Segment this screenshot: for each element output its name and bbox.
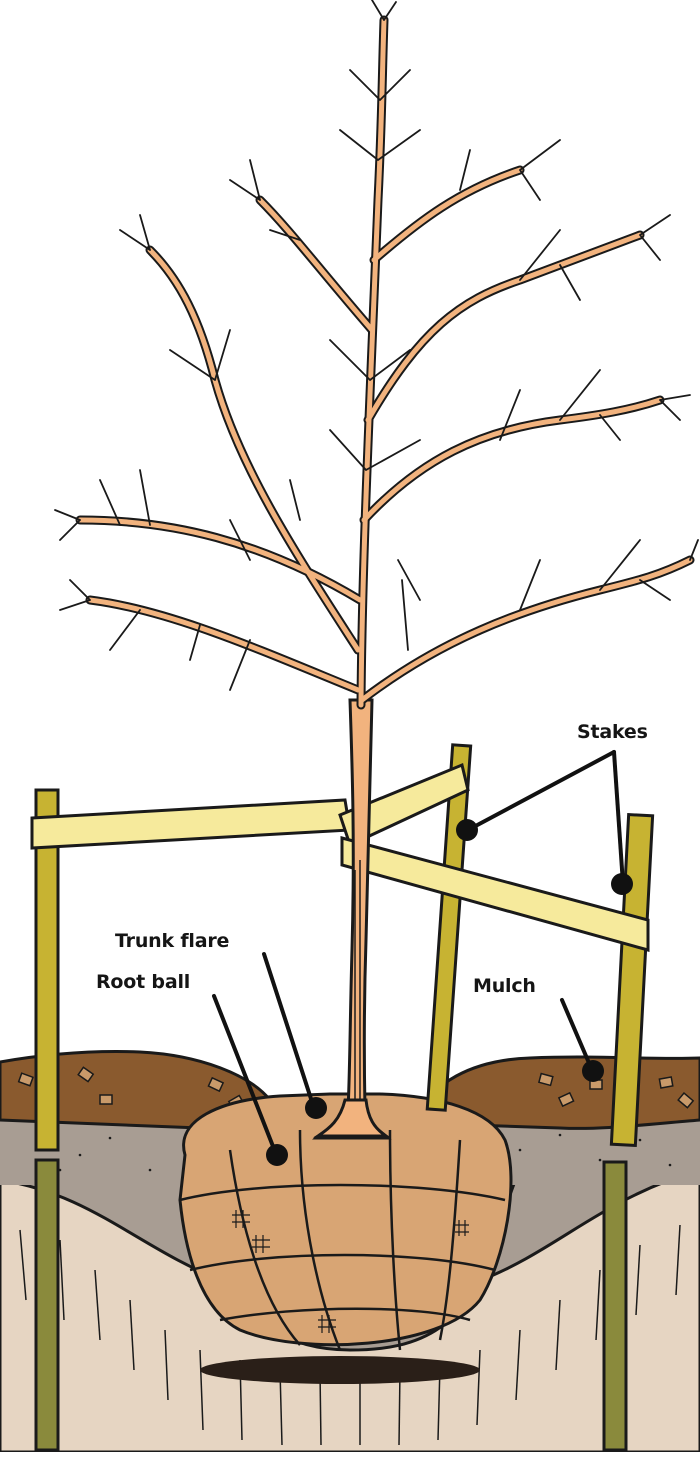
callout-line-stakes-b xyxy=(614,752,623,884)
label-mulch: Mulch xyxy=(473,975,536,997)
callout-dot-icon xyxy=(582,1060,604,1082)
callout-dot-icon xyxy=(305,1097,327,1119)
callout-line-stakes-a xyxy=(468,752,614,830)
callout-dot-icon xyxy=(611,873,633,895)
callout-dot-icon xyxy=(456,819,478,841)
label-trunk-flare: Trunk flare xyxy=(115,930,229,952)
label-root-ball: Root ball xyxy=(96,971,190,993)
tree-trunk xyxy=(316,700,388,1138)
tie-left xyxy=(32,800,350,848)
callout-line-trunk-flare xyxy=(264,954,314,1108)
tree-crown xyxy=(55,0,698,705)
stake-left-buried xyxy=(36,1160,58,1450)
tie-right xyxy=(342,838,648,950)
stake-right-buried xyxy=(604,1162,626,1450)
root-ball-shadow xyxy=(200,1356,480,1384)
label-stakes: Stakes xyxy=(577,721,648,743)
callout-dot-icon xyxy=(266,1144,288,1166)
